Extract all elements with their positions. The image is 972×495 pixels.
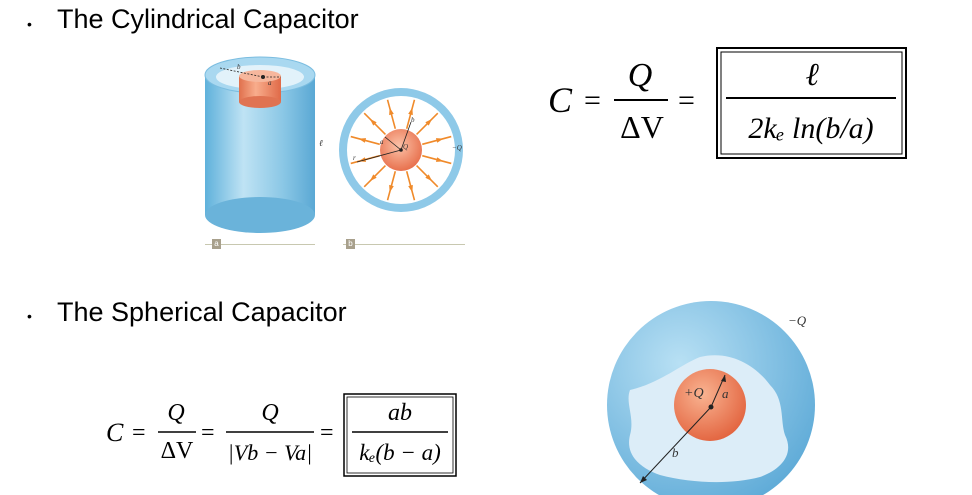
field-arrowhead <box>425 118 433 126</box>
formula-numerator: Q <box>628 57 653 94</box>
field-arrowhead <box>408 184 413 193</box>
field-arrowhead <box>389 184 394 193</box>
sph-frac2-den: |Vb − Va| <box>228 440 312 465</box>
sph-frac2-num: Q <box>261 400 278 426</box>
field-arrowhead <box>369 174 377 182</box>
label-outer-charge: −Q <box>788 313 807 328</box>
label-a: a <box>380 138 384 146</box>
field-arrowhead <box>408 107 413 116</box>
sph-eq1: = <box>132 420 146 446</box>
caption-b-tag: b <box>346 239 355 249</box>
field-arrowhead <box>435 157 444 162</box>
label-length: ℓ <box>319 138 323 148</box>
formula-eq1: = <box>584 84 601 117</box>
sph-boxed-den: kₑ(b − a) <box>359 440 441 465</box>
label-outer-charge: −Q <box>452 144 462 152</box>
field-arrowhead <box>425 174 433 182</box>
label-center-q: Q <box>403 143 408 151</box>
label-b: b <box>411 116 415 124</box>
formula-boxed-numerator: ℓ <box>805 56 819 92</box>
sph-eq2: = <box>201 420 215 446</box>
heading-cylindrical-capacitor: The Cylindrical Capacitor <box>57 4 359 34</box>
caption-b-line <box>343 244 465 245</box>
formula-eq2: = <box>678 84 695 117</box>
cylindrical-formula: C = Q ΔV = ℓ 2kₑ ln(b/a) <box>548 47 907 159</box>
formula-lhs: C <box>548 80 573 120</box>
label-r: r <box>353 154 356 162</box>
heading-spherical-capacitor: The Spherical Capacitor <box>57 297 347 327</box>
bullet-cylindrical: • <box>27 16 32 32</box>
field-arrowhead <box>369 118 377 126</box>
label-inner-charge: +Q <box>684 386 704 401</box>
formula-box <box>716 47 907 159</box>
cylinder-bottom <box>205 197 315 233</box>
label-a: a <box>722 386 729 401</box>
cross-section-figure: b a Q r −Q <box>339 88 463 212</box>
sph-frac1-den: ΔV <box>161 438 194 464</box>
cylinder-figure: b a ℓ <box>204 56 323 233</box>
field-arrowhead <box>389 107 394 116</box>
caption-a-tag: a <box>212 239 221 249</box>
sph-eq3: = <box>320 420 334 446</box>
spherical-formula: C = Q ΔV = Q |Vb − Va| = ab kₑ(b − a) <box>106 393 457 477</box>
spherical-figure: +Q a b −Q <box>607 301 815 495</box>
label-b: b <box>237 63 241 71</box>
sph-box <box>343 393 457 477</box>
sph-frac1-num: Q <box>167 400 184 426</box>
formula-boxed-denominator: 2kₑ ln(b/a) <box>748 112 873 145</box>
caption-a-line <box>205 244 315 245</box>
label-b: b <box>672 445 679 460</box>
formula-denominator: ΔV <box>620 109 664 145</box>
sph-boxed-num: ab <box>388 400 412 426</box>
bullet-spherical: • <box>27 308 32 324</box>
sph-lhs: C <box>106 418 124 447</box>
field-arrowhead <box>358 138 367 143</box>
label-a: a <box>268 79 272 87</box>
field-arrowhead <box>435 138 444 143</box>
